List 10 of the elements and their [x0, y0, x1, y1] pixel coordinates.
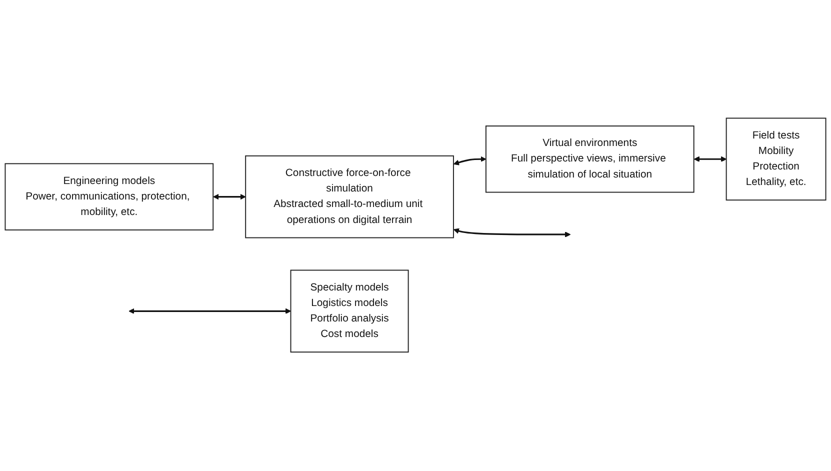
arrow — [453, 228, 571, 238]
node-box: Engineering models Power, communications, protection, mobility, etc. — [4, 164, 214, 231]
arrow — [128, 308, 292, 314]
node-box: Field tests Mobility Protection Lethality, etc. — [726, 118, 826, 201]
node-box: Specialty models Logistics models Portfolio analysis Cost models — [290, 270, 409, 353]
arrow — [213, 194, 246, 200]
arrow — [694, 156, 727, 162]
arrow — [453, 156, 486, 166]
node-box: Constructive force-on-force simulation Abstracted small-to-medium unit operations on digital terrain — [245, 156, 454, 239]
node-box: Virtual environments Full perspective views, immersive simulation of local situation — [485, 126, 694, 194]
